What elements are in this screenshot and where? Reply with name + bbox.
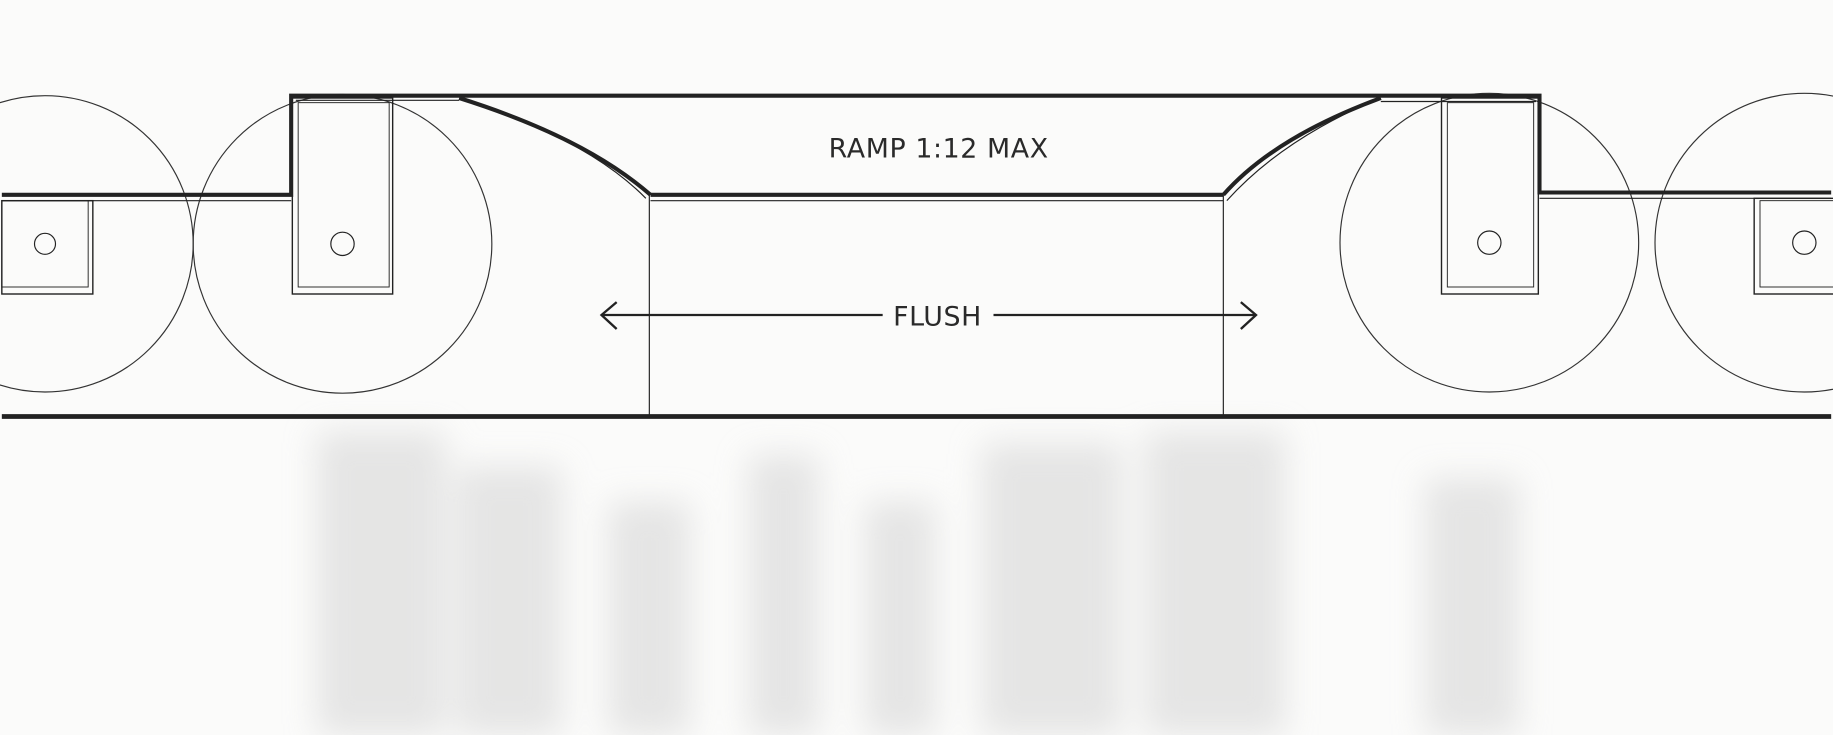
turning-circle [1339, 92, 1640, 393]
ramp-flare-right [1221, 96, 1382, 197]
ground-texture [316, 431, 1519, 735]
post [1440, 97, 1540, 295]
turning-circle [1654, 92, 1833, 393]
arrowhead-right-icon [1240, 301, 1258, 330]
flush-label: FLUSH [893, 302, 982, 333]
turning-circle [192, 93, 493, 394]
post [1, 199, 94, 295]
turning-circle [0, 95, 194, 393]
arrowhead-left-icon [599, 301, 618, 330]
ramp-flare-left [458, 96, 652, 197]
posts [1, 97, 1833, 295]
ramp-label: RAMP 1:12 MAX [829, 134, 1049, 165]
post [1753, 197, 1833, 295]
post [291, 97, 394, 295]
turning-circles [0, 92, 1833, 394]
curb-outline [1, 93, 1832, 419]
flush-dimension-arrow [599, 301, 1258, 330]
